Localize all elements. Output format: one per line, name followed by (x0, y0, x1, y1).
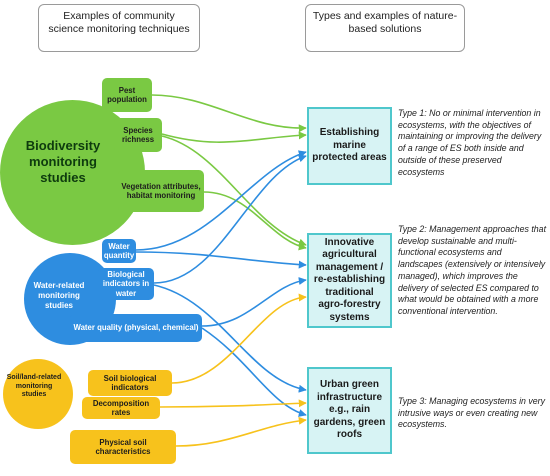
arrow-quality-to-type3 (201, 327, 307, 417)
water-label: Water-related monitoring studies (33, 281, 85, 310)
arrow-soilbio-to-type2 (171, 293, 307, 384)
tag-decomposition-rates: Decomposition rates (82, 397, 160, 419)
tag-biological-indicators-water: Biological indicators in water (98, 268, 154, 300)
tag-pest-population: Pest population (102, 78, 152, 112)
soil-label: Soil/land-related monitoring studies (6, 374, 62, 398)
tag-species-richness: Species richness (114, 118, 162, 152)
tag-vegetation-attributes: Vegetation attributes, habitat monitorin… (118, 170, 204, 212)
arrow-decomp-to-type3 (159, 399, 307, 408)
tag-water-quality: Water quality (physical, chemical) (70, 314, 202, 342)
arrow-bio-to-type1 (153, 154, 307, 284)
soil-circle (3, 359, 73, 429)
type3-description: Type 3: Managing ecosystems in very intr… (398, 396, 546, 430)
arrow-quality-to-type2 (201, 277, 307, 327)
tag-physical-soil-characteristics: Physical soil characteristics (70, 430, 176, 464)
arrow-vegetation-to-type2 (203, 191, 307, 251)
arrow-quantity-to-type1 (135, 150, 307, 251)
biodiversity-label: Biodiversity monitoring studies (25, 138, 101, 185)
arrow-quantity-to-type2 (135, 251, 307, 269)
arrow-species-to-type2 (161, 135, 307, 247)
header-nature-based-solutions: Types and examples of nature-based solut… (305, 4, 465, 52)
arrow-species-to-type1 (161, 131, 307, 143)
solution-urban-green-infrastructure: Urban green infrastructure e.g., rain ga… (307, 367, 392, 454)
type1-description: Type 1: No or minimal intervention in ec… (398, 108, 542, 177)
type2-description: Type 2: Management approaches that devel… (398, 224, 547, 316)
arrow-physical-to-type3 (175, 416, 307, 447)
solution-marine-protected-areas: Establishing marine protected areas (307, 107, 392, 185)
solution-agricultural-management: Innovative agricultural management / re-… (307, 233, 392, 328)
tag-water-quantity: Water quantity (102, 239, 136, 263)
arrow-bio-to-type3 (153, 284, 307, 393)
tag-soil-biological-indicators: Soil biological indicators (88, 370, 172, 396)
arrow-pest-to-type1 (151, 94, 307, 133)
header-monitoring-techniques: Examples of community science monitoring… (38, 4, 200, 52)
